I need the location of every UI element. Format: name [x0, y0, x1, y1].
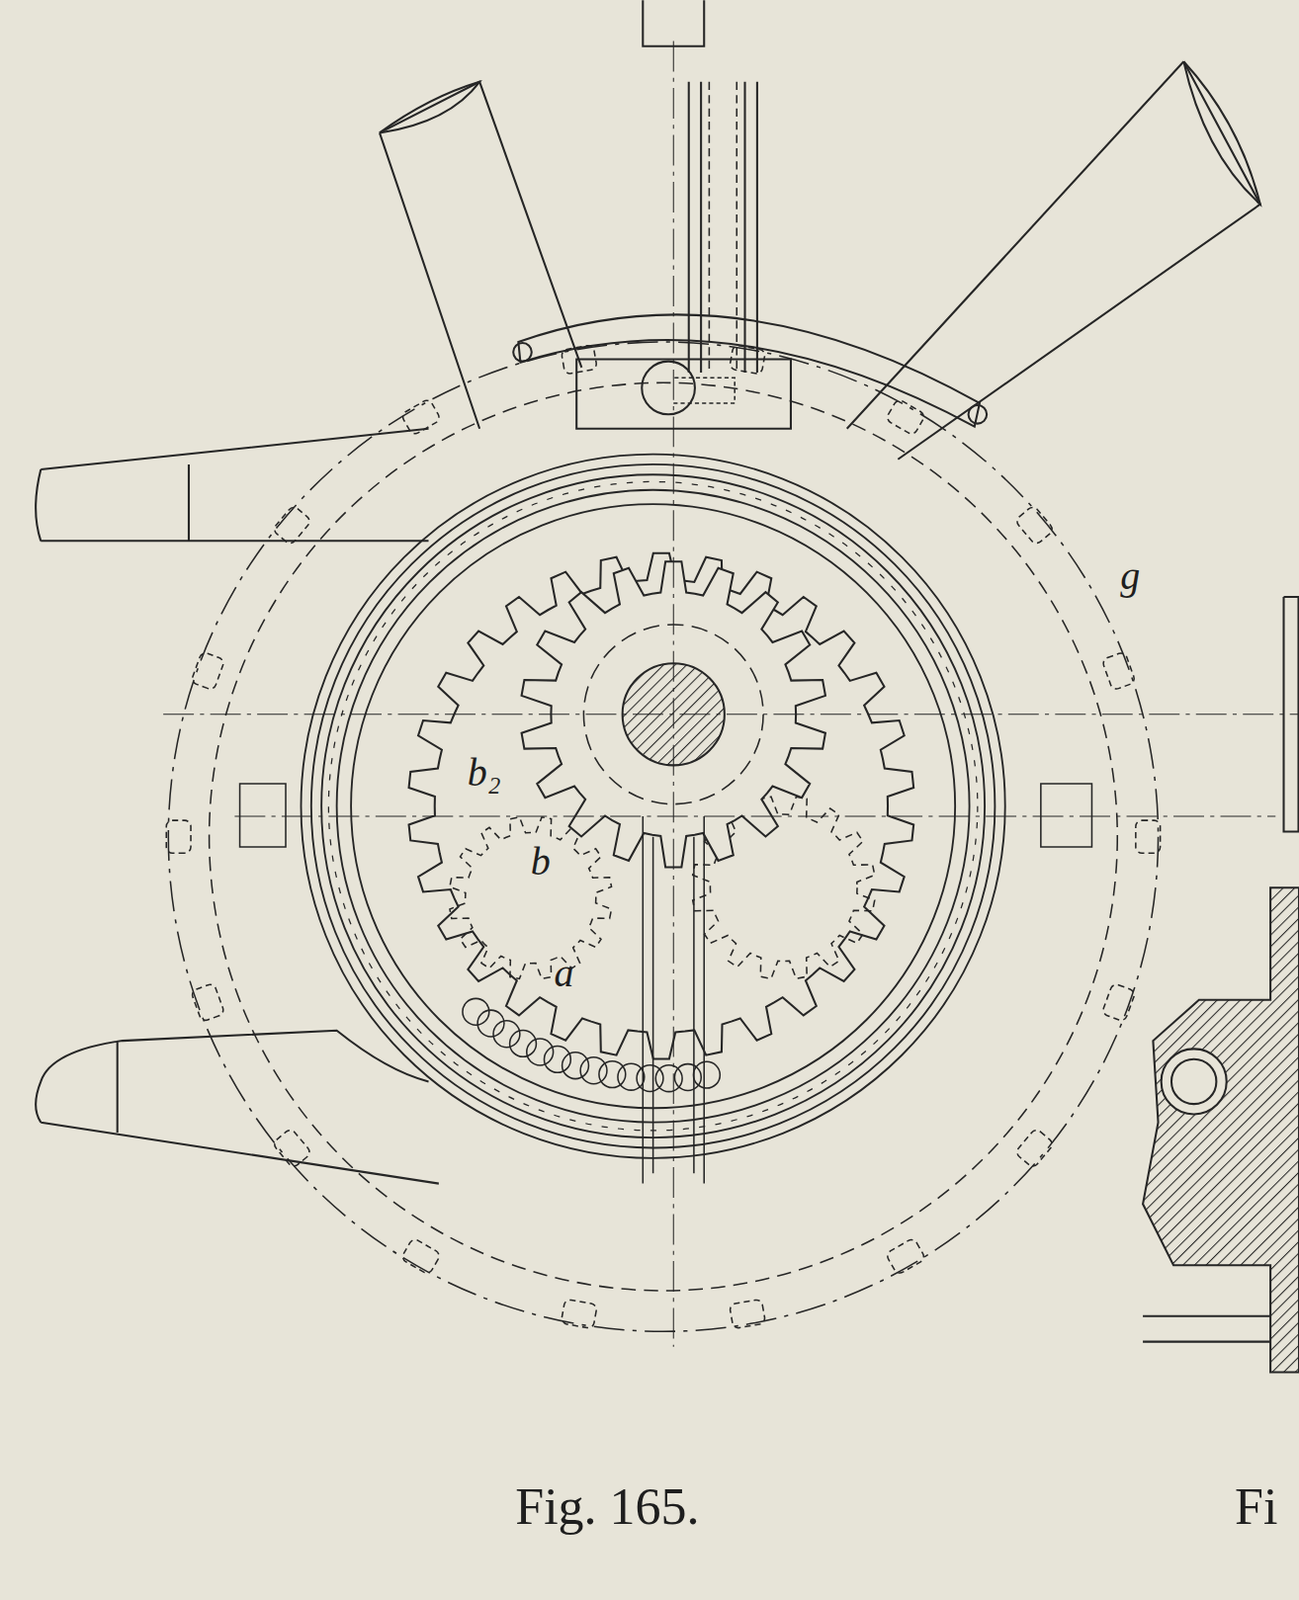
part-label: b₂ — [467, 753, 502, 793]
planet-gear — [449, 817, 612, 980]
sprocket-tooth — [729, 1299, 767, 1329]
ball — [493, 1021, 520, 1048]
sprocket-tooth — [400, 1237, 441, 1276]
section-bore — [1161, 1048, 1227, 1115]
ball — [526, 1039, 554, 1066]
ball — [543, 1046, 571, 1074]
tube-end — [1183, 61, 1260, 205]
ball — [580, 1057, 607, 1085]
side-view — [1297, 597, 1299, 832]
part-label: g — [1120, 556, 1140, 597]
sprocket-tooth — [190, 651, 226, 692]
section-line — [1142, 1316, 1271, 1343]
ball — [562, 1052, 590, 1080]
sprocket-tooth — [1014, 505, 1054, 546]
figure-caption: Fig. 165. — [515, 1481, 699, 1534]
sprocket-tooth — [885, 1237, 927, 1276]
chain-stay — [35, 1031, 439, 1185]
ball — [674, 1064, 701, 1092]
link-arc — [518, 314, 980, 427]
figure-number-fragment: Fi — [1234, 1481, 1278, 1534]
ball — [599, 1061, 626, 1089]
ball — [692, 1061, 720, 1089]
seat-rod-hidden — [708, 82, 737, 373]
clamp-screw — [673, 377, 735, 404]
chainring-outline — [209, 382, 1119, 1292]
clamp-bolt — [641, 361, 695, 416]
section-bore — [1171, 1059, 1216, 1105]
sprocket-tooth — [166, 820, 191, 854]
tube-end — [379, 82, 480, 134]
part-label: a — [553, 953, 574, 994]
centre-line — [163, 41, 1299, 1348]
sprocket-tooth — [271, 505, 312, 546]
sprocket-tooth — [560, 345, 598, 375]
gear-b — [409, 553, 915, 1060]
clamp-block — [576, 359, 791, 430]
sprocket-tooth — [1101, 983, 1136, 1024]
sprocket-tooth — [271, 1127, 312, 1169]
ball — [617, 1063, 645, 1091]
chain-stay — [35, 429, 429, 542]
sprocket-tooth — [729, 345, 767, 375]
section-hatched — [1142, 887, 1299, 1373]
sprocket-tooth — [1101, 651, 1136, 692]
ball — [477, 1010, 505, 1038]
pitch-circle — [168, 342, 1158, 1332]
sprocket-tooth — [400, 398, 441, 436]
frame-tube — [847, 61, 1261, 460]
sprocket-tooth — [1014, 1127, 1054, 1169]
sprocket-tooth — [1135, 820, 1161, 854]
sprocket-tooth — [885, 398, 927, 436]
rod-clamp — [642, 0, 704, 46]
sprocket-tooth — [560, 1299, 598, 1329]
part-label: b — [530, 842, 551, 882]
sprocket-tooth — [190, 983, 226, 1024]
pin — [513, 343, 532, 362]
adjuster — [240, 783, 1093, 848]
ball — [510, 1031, 537, 1058]
seat-rod — [689, 82, 758, 373]
pin — [968, 405, 988, 425]
side-view — [1284, 597, 1299, 832]
